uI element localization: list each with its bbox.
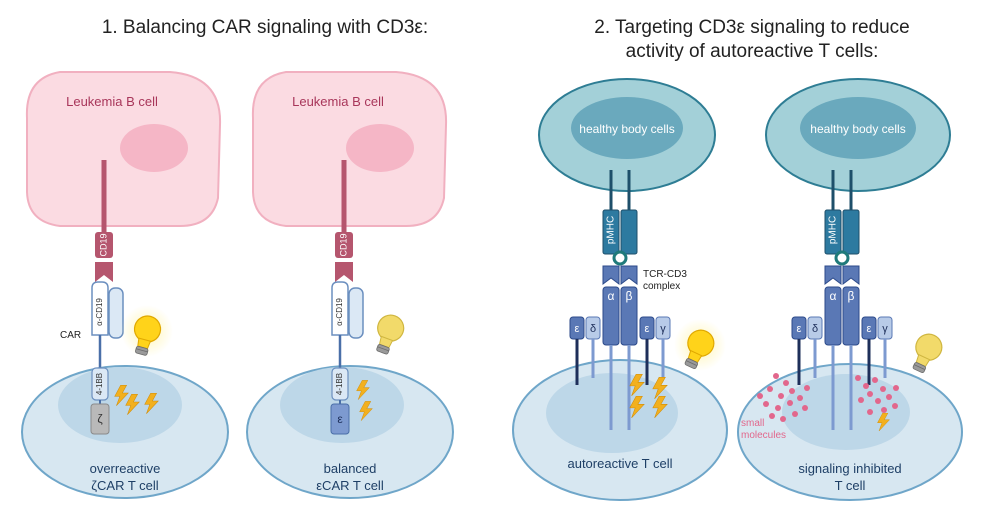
cd19-label: CD19 [98,233,108,256]
tcr-alpha-label: α [830,289,837,303]
car-epsilon-label: ε [337,412,343,426]
panel-1: Leukemia B cell CD19 α-CD19 4-1BB ζ CAR … [21,71,229,499]
cell-label-line-1: balanced [324,461,377,476]
lightbulb-dim-icon [368,310,408,358]
car-label: CAR [60,330,81,341]
cd3-label: δ [590,323,596,335]
cd3-label: ε [797,323,802,335]
pmhc-label: pMHC [828,216,839,244]
cd3-label: ε [575,323,580,335]
tcr-beta-label: β [626,289,633,303]
car-zeta-label: ζ [97,412,103,426]
healthy-cell-nucleus [571,97,683,159]
cell-label-line-1: signaling inhibited [798,461,901,476]
panel-3: healthy body cells pMHC α β TCR-CD3 comp… [512,78,736,501]
pmhc-alpha [602,209,620,255]
peptide [612,250,628,266]
peptide [834,250,850,266]
car-zeta-domain [90,403,110,435]
car-binder-label: α-CD19 [335,298,344,326]
cell-label-line-1: autoreactive T cell [567,456,672,471]
leukemia-nucleus [120,124,188,172]
healthy-cell-nucleus [800,97,916,159]
car-scfv-light [348,287,364,339]
small-molecules-label-line-1: small [741,418,764,429]
cd19-label: CD19 [338,233,348,256]
car-costim-label: 4-1BB [95,373,104,395]
cell-label-line-2: εCAR T cell [316,478,384,493]
leukemia-nucleus [346,124,414,172]
cd3-label: γ [660,323,666,335]
cd3-label: ε [645,323,650,335]
tcr-complex-label-line-1: TCR-CD3 [643,269,687,280]
cd3-label: δ [812,323,818,335]
t-cell-nucleus [58,367,182,443]
car-scfv-light [108,287,124,339]
leukemia-label: Leukemia B cell [66,94,158,109]
cd19-receptor [335,232,353,258]
cd3-label: ε [867,323,872,335]
car-epsilon-domain [330,403,350,435]
cd19-receptor [95,232,113,258]
tcr-alpha-label: α [608,289,615,303]
pmhc-alpha [824,209,842,255]
tcr-beta-label: β [848,289,855,303]
small-molecule-dots [757,373,899,422]
small-molecules-label-line-2: molecules [741,430,786,441]
panel-2: Leukemia B cell CD19 α-CD19 4-1BB ε bala… [246,71,454,499]
pmhc-label: pMHC [606,216,617,244]
pmhc-beta [842,209,860,255]
healthy-cell-label: healthy body cells [579,122,674,136]
tcr-complex-label-line-2: complex [643,281,680,292]
section-1-title: 1. Balancing CAR signaling with CD3ε: [102,17,428,38]
lightbulb-lit-icon [114,298,180,364]
car-binder-label: α-CD19 [95,298,104,326]
section-2-title-line-1: 2. Targeting CD3ε signaling to reduce [594,17,909,38]
healthy-cell-label: healthy body cells [810,122,905,136]
cell-label-line-2: ζCAR T cell [91,478,158,493]
pmhc-beta [620,209,638,255]
car-costim-label: 4-1BB [335,373,344,395]
leukemia-label: Leukemia B cell [292,94,384,109]
cell-label-line-2: T cell [835,478,866,493]
panel-4: healthy body cells pMHC α β ε δ ε γ [737,78,963,501]
section-2-title-line-2: activity of autoreactive T cells: [626,41,879,62]
t-cell-nucleus [782,374,910,450]
cd3-label: γ [882,323,888,335]
cell-label-line-1: overreactive [90,461,161,476]
lightbulb-dim-icon [905,329,947,377]
